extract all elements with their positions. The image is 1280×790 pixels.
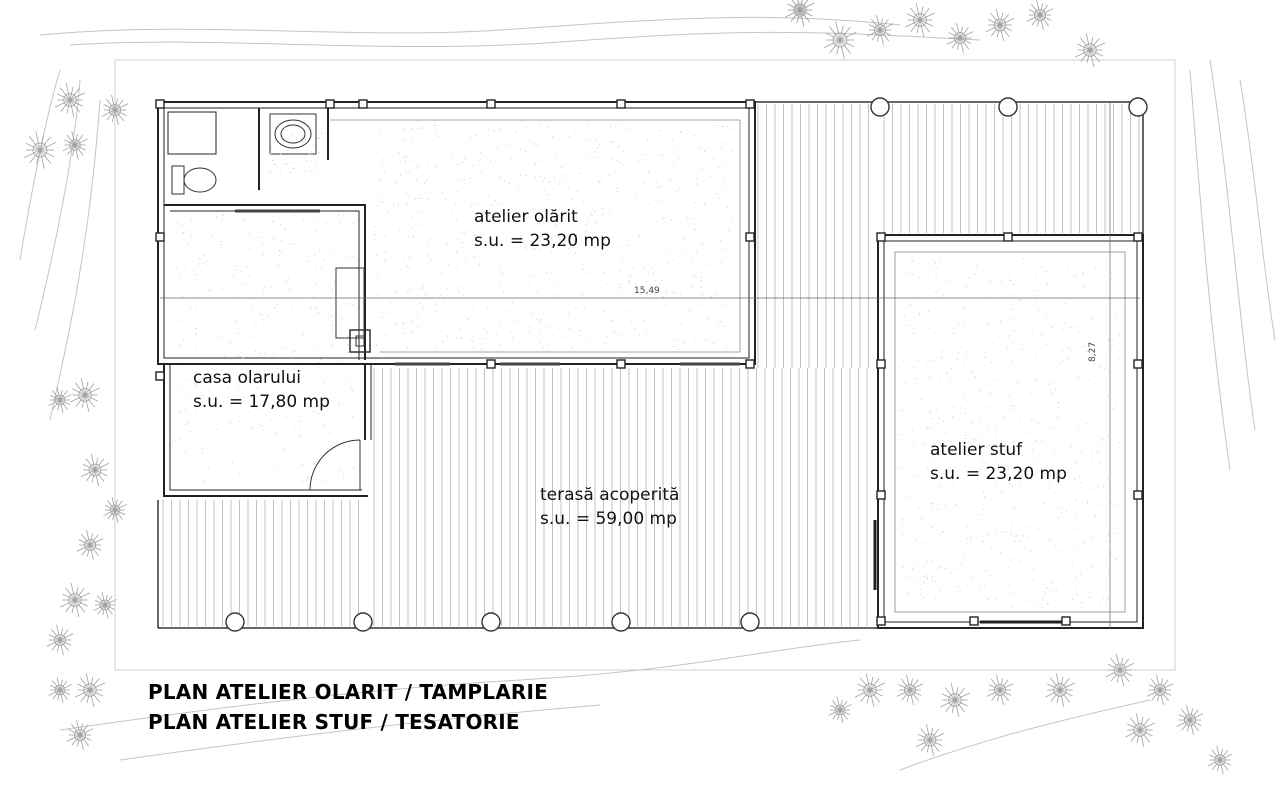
tree — [828, 696, 852, 724]
tree — [1074, 33, 1106, 67]
room-name: atelier olărit — [474, 207, 578, 227]
column — [611, 612, 631, 632]
column — [740, 612, 760, 632]
atelier-stuf-walls — [873, 234, 1144, 629]
room-name: casa olarului — [193, 368, 301, 388]
tree — [103, 496, 127, 524]
tree — [66, 719, 94, 751]
tree — [1176, 704, 1204, 736]
room-area: s.u. = 23,20 mp — [930, 464, 1067, 484]
tree — [54, 83, 86, 117]
tree — [74, 673, 106, 707]
post — [1133, 490, 1143, 500]
post — [1003, 232, 1013, 242]
tree — [62, 130, 88, 160]
tree — [986, 674, 1014, 706]
post — [1061, 616, 1071, 626]
room-label-casa-olarului: casa olarului s.u. = 17,80 mp — [193, 366, 330, 414]
room-label-terasa: terasă acoperită s.u. = 59,00 mp — [540, 483, 679, 531]
structural-posts — [155, 99, 1143, 626]
room-name: terasă acoperită — [540, 485, 680, 505]
tree — [23, 131, 57, 169]
tree — [788, 0, 812, 24]
tree — [80, 454, 110, 486]
post — [486, 99, 496, 109]
tree — [48, 676, 72, 704]
tree — [76, 529, 104, 561]
tree — [904, 3, 936, 37]
post — [325, 99, 335, 109]
room-label-atelier-stuf: atelier stuf s.u. = 23,20 mp — [930, 438, 1067, 486]
tree — [46, 624, 74, 656]
dimension-lines — [160, 102, 1140, 628]
tree-symbols — [23, 0, 1233, 775]
plan-title-line1: PLAN ATELIER OLARIT / TAMPLARIE — [148, 680, 549, 704]
post — [358, 99, 368, 109]
tree — [985, 9, 1015, 41]
workshop-walls — [157, 101, 756, 497]
post — [155, 232, 165, 242]
tree — [48, 386, 72, 414]
terrain-contours — [19, 16, 1276, 771]
tree — [1146, 674, 1174, 706]
tree — [823, 21, 857, 59]
column — [1128, 97, 1148, 117]
post — [745, 232, 755, 242]
post — [876, 616, 886, 626]
tree — [1105, 654, 1135, 686]
post — [486, 359, 496, 369]
post — [1133, 359, 1143, 369]
dimension-length: 15,49 — [634, 286, 660, 296]
round-columns — [225, 97, 1148, 632]
post — [969, 616, 979, 626]
post — [616, 99, 626, 109]
post — [876, 490, 886, 500]
tree — [946, 22, 974, 54]
dimension-width: 8,27 — [1088, 341, 1098, 362]
room-area: s.u. = 17,80 mp — [193, 392, 330, 412]
plan-title-line2: PLAN ATELIER STUF / TESATORIE — [148, 710, 520, 734]
tree — [93, 591, 117, 619]
post — [155, 371, 165, 381]
post — [745, 99, 755, 109]
openings — [235, 209, 740, 366]
post — [1133, 232, 1143, 242]
room-area: s.u. = 23,20 mp — [474, 231, 611, 251]
tree — [101, 94, 129, 126]
room-name: atelier stuf — [930, 440, 1023, 460]
tree — [784, 0, 816, 27]
tree — [1044, 673, 1076, 707]
room-area: s.u. = 59,00 mp — [540, 509, 677, 529]
room-label-atelier-olarit: atelier olărit s.u. = 23,20 mp — [474, 205, 611, 253]
column — [481, 612, 501, 632]
column — [353, 612, 373, 632]
post — [616, 359, 626, 369]
tree — [1207, 745, 1233, 775]
tree — [939, 683, 971, 717]
tree — [896, 674, 924, 706]
tree — [59, 583, 91, 617]
tree — [1124, 713, 1156, 747]
post — [155, 99, 165, 109]
tree — [69, 378, 101, 412]
floor-texture — [174, 121, 1121, 609]
door-swings — [309, 439, 361, 491]
tree — [866, 14, 894, 46]
tree — [854, 673, 886, 707]
post — [745, 359, 755, 369]
column — [225, 612, 245, 632]
column — [870, 97, 890, 117]
bathroom-fixtures — [171, 113, 371, 353]
tree — [1026, 0, 1054, 31]
post — [876, 359, 886, 369]
post — [876, 232, 886, 242]
terrace-decking — [162, 104, 1140, 626]
tree — [915, 724, 945, 756]
column — [998, 97, 1018, 117]
